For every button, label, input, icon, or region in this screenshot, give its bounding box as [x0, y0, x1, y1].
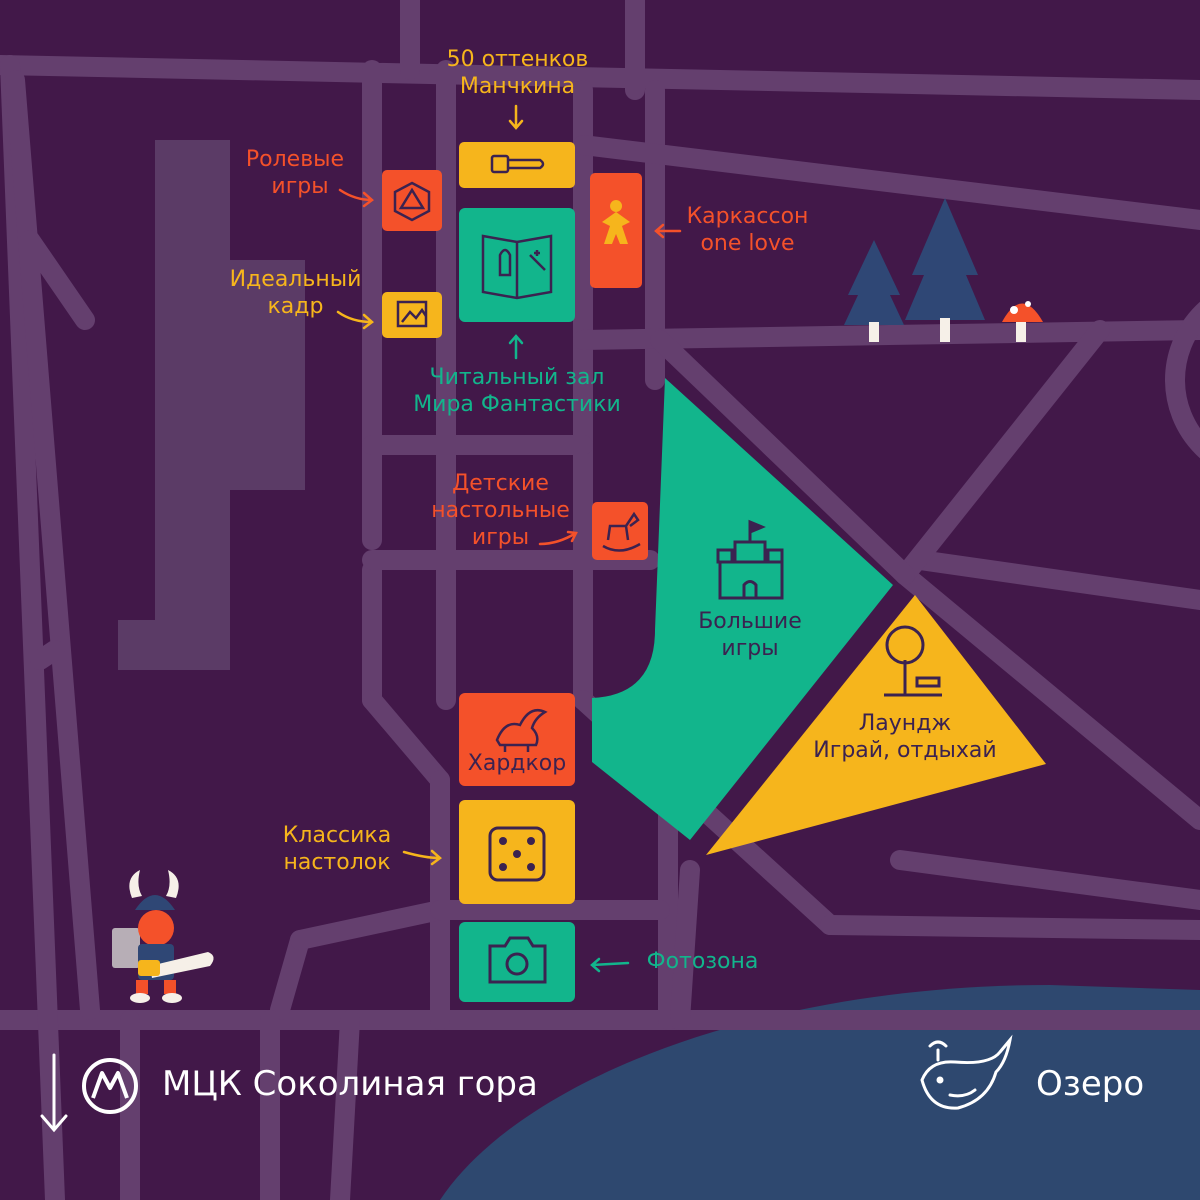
label-classics: Классика настолок: [282, 823, 392, 875]
label-roleplay: Ролевые игры: [245, 147, 345, 199]
arrow-classics: [402, 849, 442, 866]
tile-hardcore: [459, 693, 575, 786]
tile-reading-room: [459, 208, 575, 322]
lounge-area: [706, 595, 1046, 855]
tile-photozone: [459, 922, 575, 1002]
mushroom-icon: [1002, 301, 1043, 342]
pine-tree-small: [844, 240, 904, 342]
arrow-photozone: [590, 957, 630, 973]
roundabout: [1165, 301, 1200, 459]
label-big-games: Большие игры: [698, 609, 802, 661]
whale-icon: [920, 1034, 1013, 1110]
meeple-icon: [602, 200, 630, 244]
tile-kids: [592, 502, 648, 560]
picture-icon: [396, 300, 428, 328]
tile-carcassonne: [590, 173, 642, 288]
label-photo-frame: Идеальный кадр: [229, 267, 362, 319]
camera-icon: [488, 936, 547, 984]
book-rocket-icon: [481, 234, 553, 300]
label-munchkin: 50 оттенков Манчкина: [446, 47, 589, 99]
pine-tree-large: [905, 198, 985, 342]
rocking-horse-icon: [602, 511, 641, 552]
tile-photo-frame: [382, 292, 442, 338]
big-games-area: [592, 378, 893, 840]
tile-classics: [459, 800, 575, 904]
arrow-carcassonne: [654, 223, 682, 239]
label-carcassonne: Каркассон one love: [686, 204, 809, 256]
label-photozone: Фотозона: [646, 949, 759, 974]
d20-dice-icon: [393, 181, 431, 222]
dice-five-icon: [488, 826, 546, 882]
arrow-reading-room: [508, 334, 524, 360]
viking-mascot-icon: [112, 870, 214, 1003]
castle-icon: [716, 519, 784, 600]
arrow-munchkin: [508, 104, 524, 130]
tree-bench-icon: [884, 625, 942, 697]
down-arrow-icon: [40, 1053, 68, 1133]
tile-munchkin: [459, 142, 575, 188]
arrow-photo-frame: [336, 310, 374, 330]
arrow-kids: [538, 530, 578, 546]
building-block: [118, 140, 305, 670]
label-lounge: Лаундж Играй, отдыхай: [813, 711, 997, 763]
label-hardcore: Хардкор: [467, 751, 567, 776]
pointer-arrows: [336, 104, 682, 973]
metro-station-label: МЦК Соколиная гора: [162, 1064, 538, 1104]
lake-label: Озеро: [1036, 1064, 1145, 1104]
label-reading-room: Читальный зал Мира Фантастики: [413, 365, 621, 417]
label-kids: Детские настольные игры: [431, 471, 570, 550]
arrow-roleplay: [338, 188, 374, 208]
tile-roleplay: [382, 170, 442, 231]
dragon-icon: [495, 708, 548, 752]
metro-m-icon: [82, 1058, 138, 1114]
chainsaw-icon: [490, 154, 545, 174]
